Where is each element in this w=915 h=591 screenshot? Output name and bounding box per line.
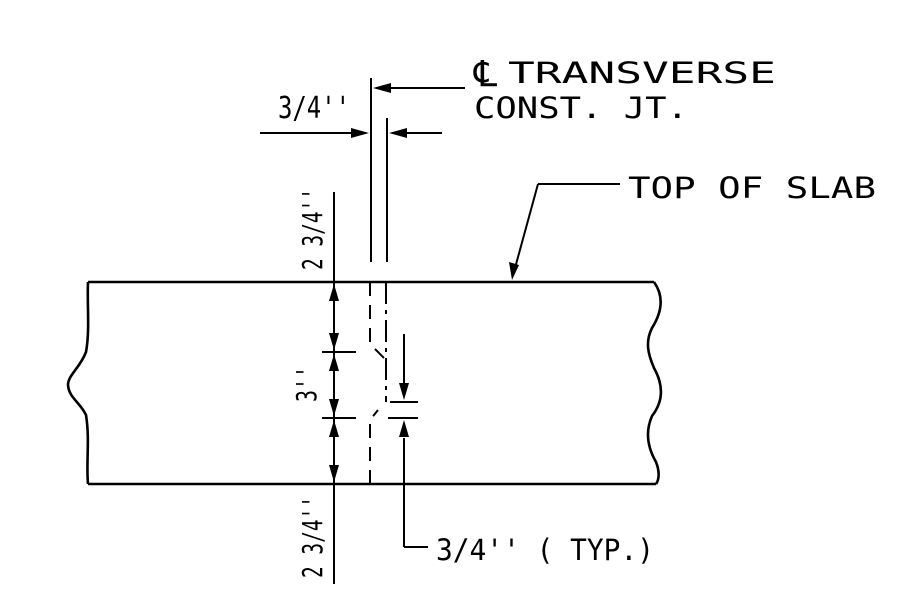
top-of-slab-label: TOP OF SLAB — [628, 171, 876, 205]
vertical-dimension — [322, 192, 356, 584]
arrowhead — [329, 420, 339, 437]
top-of-slab-leader-diagonal — [514, 183, 539, 269]
joint-upper-left-face — [369, 282, 385, 359]
dimension-label-middle: 3'' — [290, 366, 323, 402]
arrowhead — [389, 128, 407, 138]
centerline-symbol: ℄ — [473, 54, 497, 95]
arrowhead — [399, 420, 409, 437]
dimension-label-bottom: 2 3/4'' — [296, 496, 329, 578]
step-dimension — [388, 334, 428, 548]
top-of-slab-leader — [509, 183, 620, 280]
arrowhead — [509, 262, 519, 280]
slab — [66, 280, 663, 486]
centerline-leader — [373, 83, 465, 93]
keyed-joint — [369, 282, 387, 484]
arrowhead — [373, 83, 391, 93]
dimension-label-top: 2 3/4'' — [296, 188, 329, 270]
arrowhead — [399, 383, 409, 400]
top-width-dimension — [260, 78, 442, 262]
arrowhead — [329, 333, 339, 350]
top-width-label: 3/4'' — [278, 91, 350, 126]
centerline-label-line2: CONST. JT. — [474, 91, 688, 125]
arrowhead — [351, 128, 369, 138]
arrowhead — [329, 399, 339, 416]
joint-lower-left-face — [369, 409, 379, 484]
centerline-label-line1: TRANSVERSE — [508, 56, 776, 90]
arrowhead — [329, 465, 339, 482]
slab-left-break-line — [66, 281, 90, 485]
arrowhead — [329, 354, 339, 371]
step-typ-label: 3/4'' ( TYP.) — [436, 533, 654, 567]
slab-right-break-line — [646, 281, 663, 485]
arrowhead — [329, 284, 339, 301]
